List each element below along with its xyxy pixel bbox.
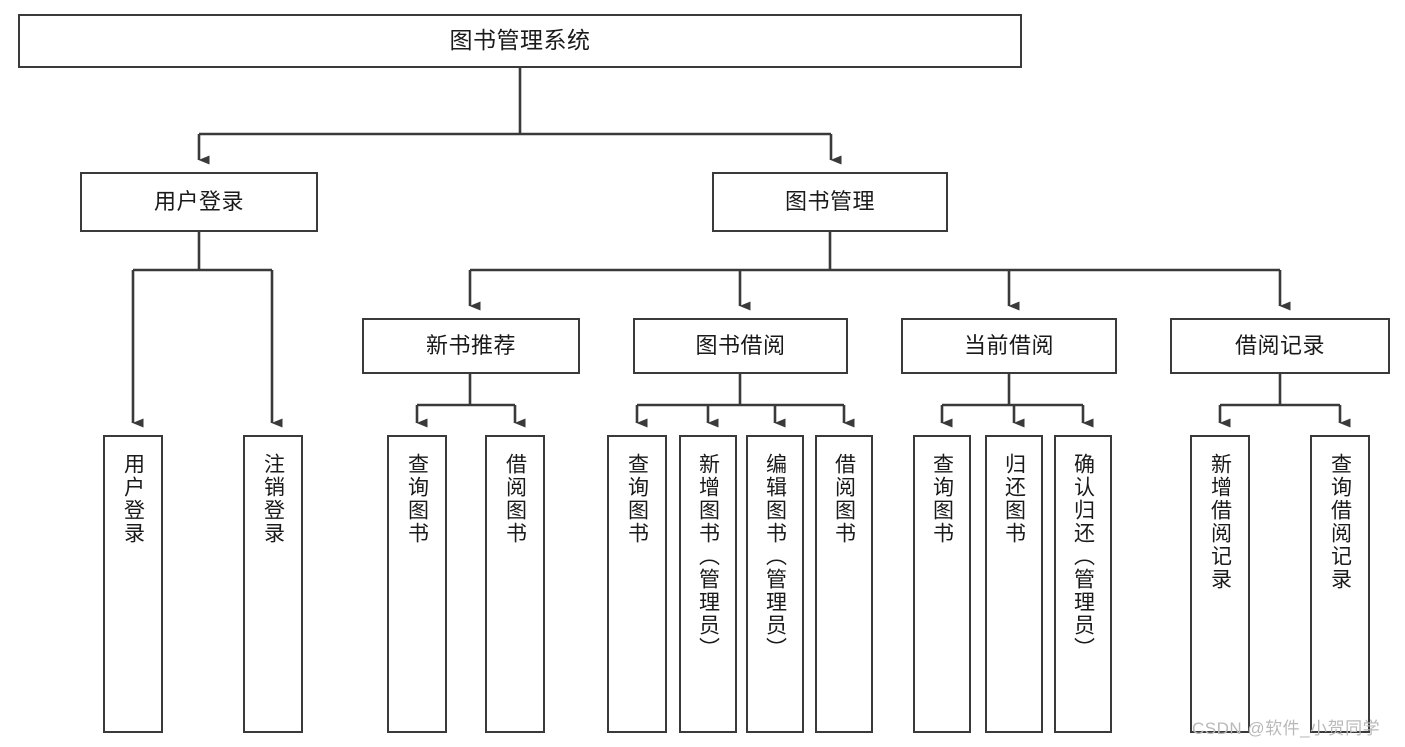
node-leaf-edit-book[interactable]: 编辑图书（管理员） (746, 435, 804, 733)
node-borrow-record[interactable]: 借阅记录 (1170, 318, 1390, 374)
node-leaf-confirm-return-label: 确认归还（管理员） (1071, 453, 1095, 660)
book-borrow-connectors (635, 374, 855, 428)
node-leaf-query-book-3[interactable]: 查询图书 (913, 435, 971, 733)
node-leaf-query-book-3-label: 查询图书 (930, 453, 954, 545)
node-leaf-borrow-book-1[interactable]: 借阅图书 (485, 435, 545, 733)
node-leaf-add-book[interactable]: 新增图书（管理员） (679, 435, 737, 733)
node-leaf-logout[interactable]: 注销登录 (243, 435, 303, 733)
node-user-login[interactable]: 用户登录 (80, 172, 318, 232)
node-root-label: 图书管理系统 (449, 27, 591, 54)
node-leaf-borrow-book-2[interactable]: 借阅图书 (815, 435, 873, 733)
node-new-book-recommend-label: 新书推荐 (425, 333, 516, 359)
node-book-management[interactable]: 图书管理 (712, 172, 948, 232)
node-current-borrow[interactable]: 当前借阅 (901, 318, 1117, 374)
node-leaf-query-book-2-label: 查询图书 (625, 453, 649, 545)
node-leaf-logout-label: 注销登录 (261, 453, 285, 545)
node-leaf-return-book-label: 归还图书 (1002, 453, 1026, 545)
node-leaf-confirm-return[interactable]: 确认归还（管理员） (1054, 435, 1112, 733)
node-borrow-record-label: 借阅记录 (1234, 333, 1325, 359)
node-leaf-edit-book-label: 编辑图书（管理员） (763, 453, 787, 660)
node-leaf-query-book-1-label: 查询图书 (405, 453, 429, 545)
node-leaf-add-record-label: 新增借阅记录 (1208, 453, 1232, 591)
borrow-record-connectors (1218, 374, 1351, 428)
node-leaf-query-book-2[interactable]: 查询图书 (607, 435, 667, 733)
new-book-recommend-connectors (415, 374, 526, 428)
node-book-borrow-label: 图书借阅 (695, 333, 786, 359)
node-leaf-user-login-label: 用户登录 (121, 453, 145, 545)
current-borrow-connectors (940, 374, 1094, 428)
node-leaf-borrow-book-1-label: 借阅图书 (503, 453, 527, 545)
node-current-borrow-label: 当前借阅 (963, 333, 1054, 359)
node-leaf-add-record[interactable]: 新增借阅记录 (1190, 435, 1250, 733)
node-root[interactable]: 图书管理系统 (18, 14, 1022, 68)
node-book-borrow[interactable]: 图书借阅 (633, 318, 848, 374)
user-login-connectors (131, 232, 283, 428)
node-leaf-query-record-label: 查询借阅记录 (1328, 453, 1352, 591)
book-management-connectors (468, 232, 1291, 311)
node-leaf-return-book[interactable]: 归还图书 (985, 435, 1043, 733)
node-leaf-user-login[interactable]: 用户登录 (103, 435, 163, 733)
node-book-management-label: 图书管理 (784, 189, 875, 215)
node-leaf-query-book-1[interactable]: 查询图书 (387, 435, 447, 733)
watermark-text: CSDN @软件_小贺同学 (1192, 719, 1381, 738)
node-leaf-add-book-label: 新增图书（管理员） (696, 453, 720, 660)
node-leaf-query-record[interactable]: 查询借阅记录 (1310, 435, 1370, 733)
node-new-book-recommend[interactable]: 新书推荐 (362, 318, 580, 374)
node-leaf-borrow-book-2-label: 借阅图书 (832, 453, 856, 545)
root-connectors (197, 68, 842, 165)
node-user-login-label: 用户登录 (153, 189, 244, 215)
